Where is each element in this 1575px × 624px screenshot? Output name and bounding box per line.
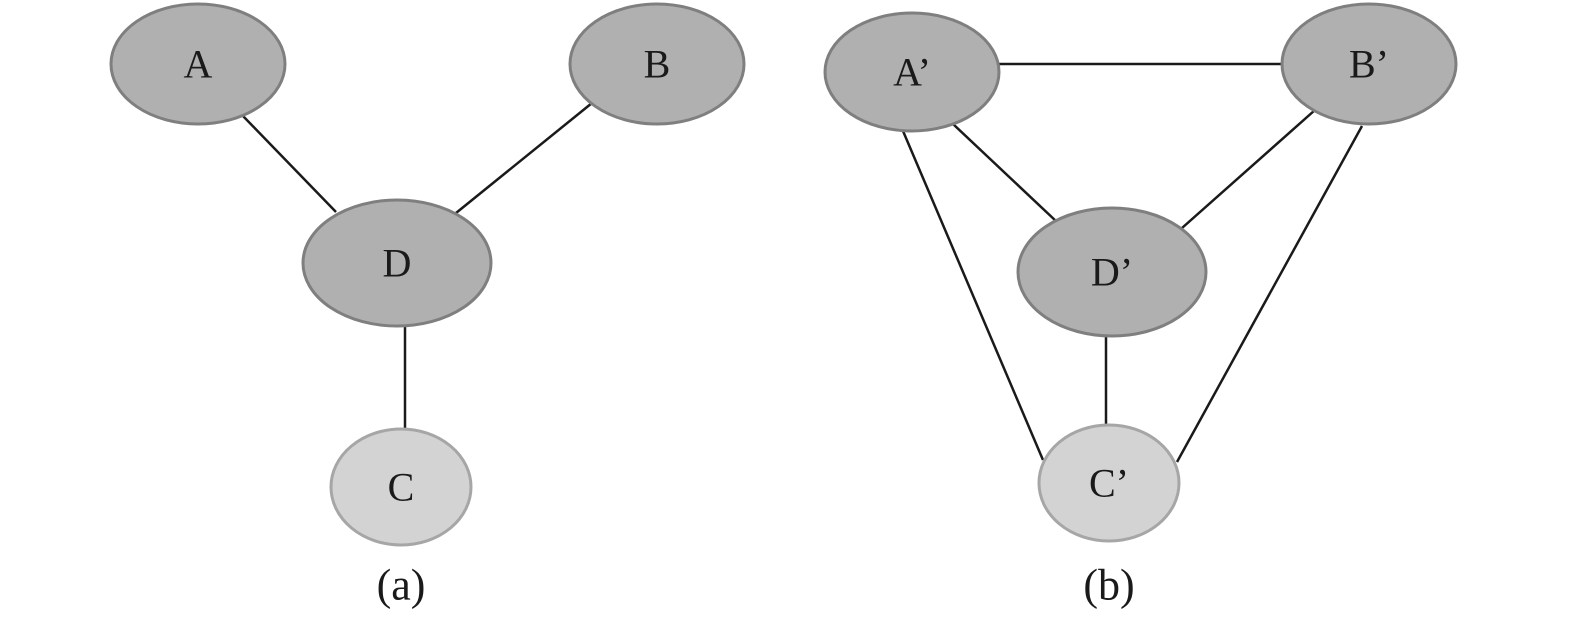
- caption-a: (a): [377, 561, 426, 610]
- node-b-A-label: A’: [893, 50, 931, 95]
- edge-b-B-C: [1175, 125, 1364, 463]
- node-b-A: A’: [823, 11, 1001, 133]
- caption-b: (b): [1083, 561, 1134, 610]
- node-b-C-label: C’: [1089, 461, 1129, 506]
- panel-b: A’ B’ D’ C’ (b): [823, 2, 1458, 610]
- edge-b-A-C: [901, 130, 1045, 461]
- panel-a: A B D C (a): [109, 2, 746, 610]
- node-a-A-label: A: [184, 42, 213, 87]
- node-a-A: A: [109, 2, 287, 126]
- node-a-D-label: D: [383, 241, 412, 286]
- node-b-B-label: B’: [1349, 42, 1389, 87]
- edge-b-B-D: [1181, 109, 1316, 229]
- node-b-D-label: D’: [1091, 250, 1133, 295]
- node-a-D: D: [301, 198, 493, 328]
- node-a-B-label: B: [644, 42, 671, 87]
- node-b-D: D’: [1016, 206, 1208, 338]
- node-a-C: C: [329, 427, 473, 547]
- node-a-B: B: [568, 2, 746, 126]
- node-a-C-label: C: [388, 465, 415, 510]
- edge-a-A-D: [242, 115, 337, 213]
- edge-a-B-D: [455, 102, 593, 214]
- edge-b-A-D: [952, 123, 1058, 223]
- node-b-C: C’: [1037, 423, 1181, 543]
- node-b-B: B’: [1280, 2, 1458, 126]
